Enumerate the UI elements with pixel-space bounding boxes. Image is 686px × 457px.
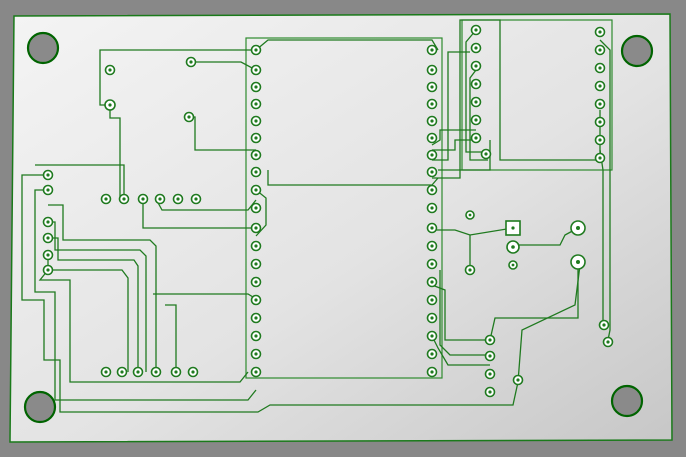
mounting-hole [26,31,60,65]
mounting-hole [23,390,57,424]
trace-layer [21,19,611,413]
pin-header-left [42,169,54,276]
pin-header-right [594,26,614,348]
ic-pin-column [250,44,262,378]
ic-pin-column [426,44,438,378]
module-pin-column [470,24,492,160]
mounting-hole [610,384,644,418]
mounting-hole [620,34,654,68]
connector-row [100,366,199,378]
component-outline[interactable] [461,19,613,171]
connector-row [100,193,202,205]
pad-group [464,210,586,398]
component-outline[interactable] [245,37,443,379]
pad-group [104,56,197,123]
